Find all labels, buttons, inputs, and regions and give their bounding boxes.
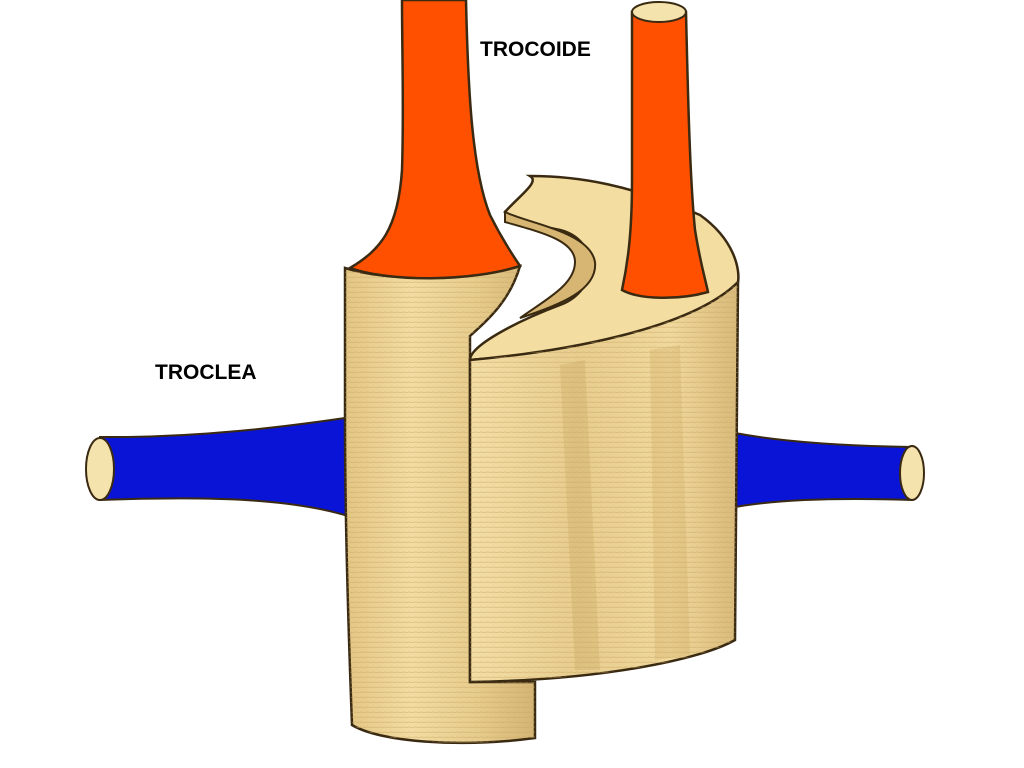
red-axis-left [347, 0, 522, 280]
red-axis-right-end [631, 1, 687, 23]
troclea-label: TROCLEA [155, 361, 257, 384]
blue-axis-right-end [899, 445, 925, 501]
trochoid-groove [504, 210, 597, 319]
trocoide-label: TROCOIDE [480, 38, 591, 61]
blue-axis-right [729, 430, 925, 510]
blue-axis-left [85, 416, 362, 522]
blue-axis-left-end [85, 437, 115, 501]
red-axis-right [620, 1, 710, 299]
